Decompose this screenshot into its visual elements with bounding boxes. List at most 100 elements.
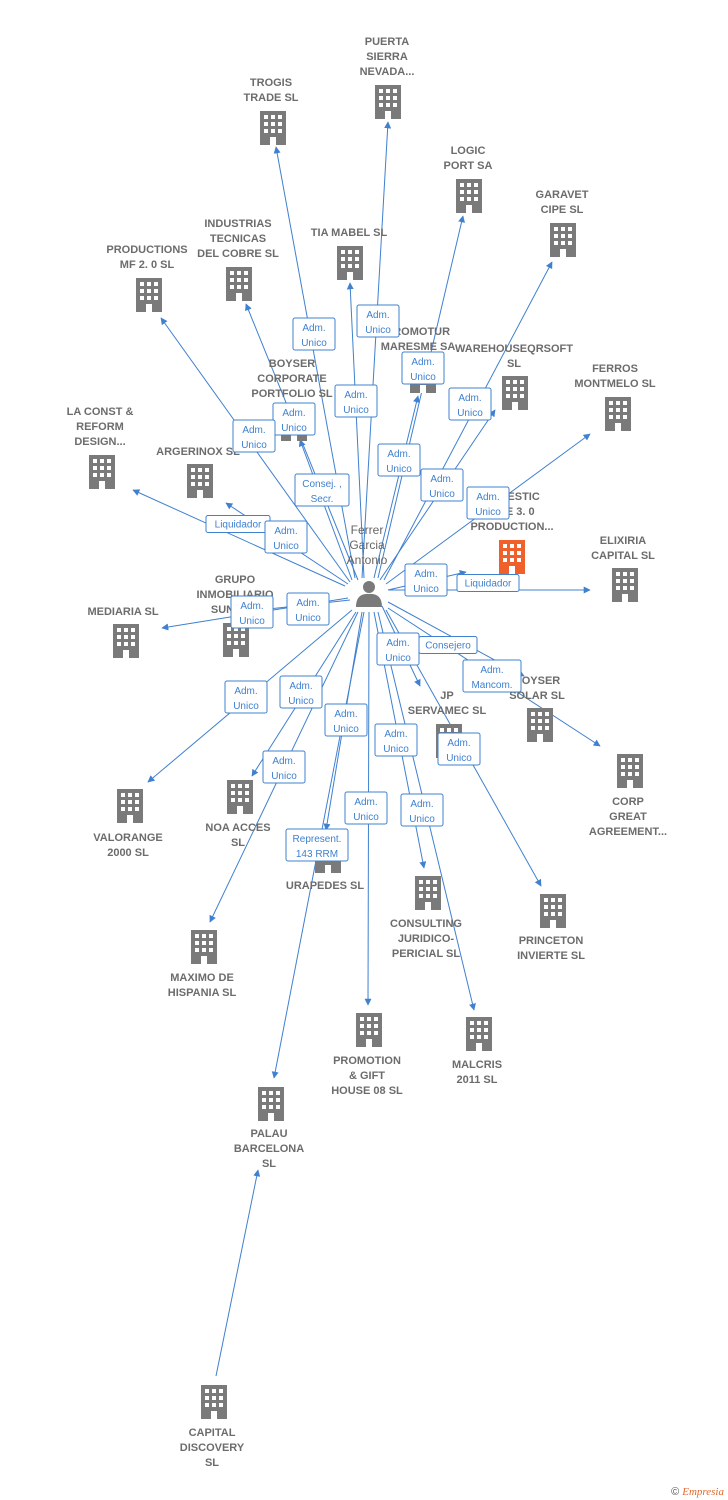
relation-badge[interactable]: Adm. Unico <box>232 419 276 453</box>
relation-badge[interactable]: Adm.Unico <box>420 468 464 502</box>
relation-badge-box <box>279 675 323 709</box>
company-label: LOGIC <box>451 145 486 157</box>
company-node-urapedes[interactable]: URAPEDES SL <box>286 839 365 892</box>
brand-logo[interactable]: Empresia <box>682 1486 724 1498</box>
relation-badge-box <box>286 592 330 626</box>
relation-label: Adm. <box>386 638 409 649</box>
relation-badge[interactable]: Adm.Unico <box>437 732 481 766</box>
relation-badge[interactable]: Adm.Unico <box>404 563 448 597</box>
relation-badge[interactable]: Adm.Unico <box>279 675 323 709</box>
relation-label: Unico <box>295 613 321 624</box>
relation-badge[interactable]: Adm.Unico <box>272 402 316 436</box>
relation-label: Unico <box>333 724 359 735</box>
building-icon <box>605 397 631 431</box>
relation-badge[interactable]: Adm.Unico <box>356 304 400 338</box>
relation-label: Adm. <box>334 709 357 720</box>
relation-badge[interactable]: Adm. Unico <box>324 703 368 737</box>
company-label: LA CONST & <box>67 406 134 418</box>
company-label: PUERTA <box>365 36 409 48</box>
relation-badge[interactable]: Consej. ,Secr. <box>294 473 350 507</box>
building-icon <box>502 376 528 410</box>
relation-badge[interactable]: Adm.Unico <box>466 486 510 520</box>
relation-badge[interactable]: Adm.Unico <box>230 595 274 629</box>
company-node-mediaria[interactable]: MEDIARIA SL <box>87 606 159 658</box>
relation-badge[interactable]: Adm.Unico <box>344 791 388 825</box>
relation-badge-box <box>262 750 306 784</box>
relation-badge[interactable]: Liquidador <box>456 574 520 592</box>
company-label: TECNICAS <box>210 233 266 245</box>
relation-badge[interactable]: Adm.Unico <box>377 443 421 477</box>
building-icon <box>187 464 213 498</box>
relation-label: Unico <box>273 541 299 552</box>
relation-badge[interactable]: Adm.Unico <box>400 793 444 827</box>
company-label: PERICIAL SL <box>392 948 461 960</box>
relation-label: Adm. <box>344 390 367 401</box>
relation-badge[interactable]: Adm.Unico <box>376 632 420 666</box>
relation-badge[interactable]: Adm.Unico <box>448 387 492 421</box>
relation-badge[interactable]: Represent.143 RRM <box>285 828 349 862</box>
relation-badge[interactable]: Adm.Unico <box>262 750 306 784</box>
company-label: MARESME SA <box>381 341 456 353</box>
relation-badge[interactable]: Adm.Unico <box>286 592 330 626</box>
relation-badge[interactable]: Adm.Unico <box>401 351 445 385</box>
relation-badge-box <box>466 486 510 520</box>
relation-badge[interactable]: Adm.Unico <box>292 317 336 351</box>
company-label: SL <box>262 1158 276 1170</box>
relation-badge[interactable]: Adm.Unico <box>374 723 418 757</box>
person-name: Antonio <box>347 553 388 567</box>
company-node-argerinox[interactable]: ARGERINOX SL <box>156 446 240 498</box>
building-icon <box>136 278 162 312</box>
relation-badge[interactable]: Adm.Unico <box>264 520 308 554</box>
relation-badge-box <box>448 387 492 421</box>
relation-badge[interactable]: Adm.Mancom. <box>462 659 522 693</box>
company-node-corp[interactable]: CORPGREATAGREEMENT... <box>589 754 667 838</box>
relation-badge[interactable]: Adm.Unico <box>334 384 378 418</box>
relation-label: Adm. <box>242 425 265 436</box>
relation-badge-box <box>292 317 336 351</box>
company-label: MALCRIS <box>452 1059 502 1071</box>
company-label: HISPANIA SL <box>168 987 237 999</box>
relation-label: Adm. <box>430 474 453 485</box>
company-label: BARCELONA <box>234 1143 304 1155</box>
relation-badge[interactable]: Liquidador <box>205 515 271 533</box>
company-node-laconst[interactable]: LA CONST &REFORMDESIGN... <box>67 406 134 489</box>
company-label: 2000 SL <box>107 847 149 859</box>
building-icon <box>337 246 363 280</box>
company-node-tiamabel[interactable]: TIA MABEL SL <box>311 227 388 280</box>
relation-label: Represent. <box>293 834 342 845</box>
relation-badge-box <box>377 443 421 477</box>
company-node-puerta[interactable]: PUERTASIERRANEVADA... <box>360 36 415 119</box>
relation-label: Unico <box>241 440 267 451</box>
relation-badge[interactable]: Adm.Unico <box>224 680 268 714</box>
relation-badge[interactable]: Consejero <box>418 636 478 654</box>
relation-badge-box <box>232 419 276 453</box>
relation-label: Unico <box>288 696 314 707</box>
relation-badge-box <box>344 791 388 825</box>
company-label: CAPITAL <box>189 1427 236 1439</box>
relation-label: Unico <box>281 423 307 434</box>
relation-label: Unico <box>413 584 439 595</box>
building-icon <box>466 1017 492 1051</box>
